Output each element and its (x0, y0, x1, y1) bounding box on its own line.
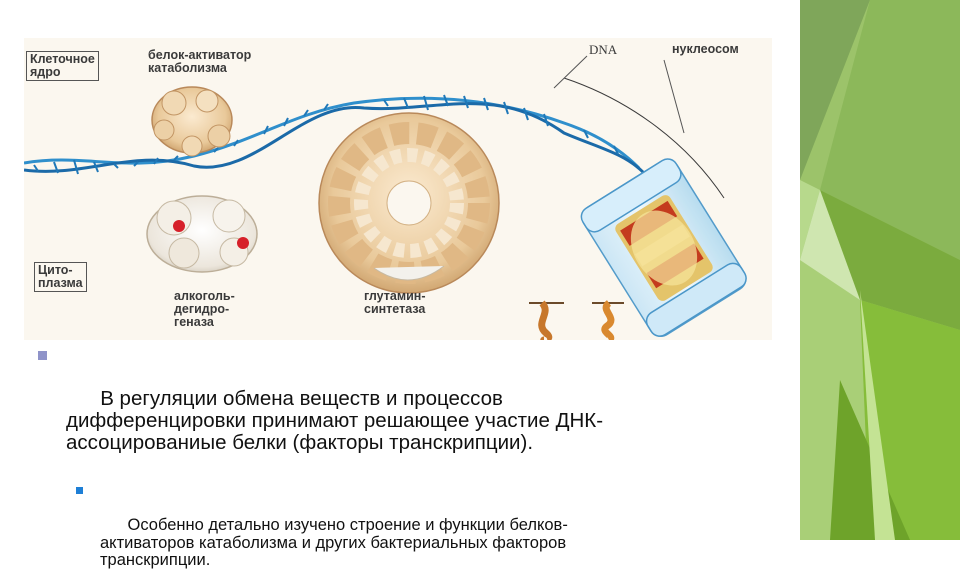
bullet-text-activators: Особенно детально изучено строение и фун… (100, 516, 568, 569)
label-cell-nucleus: Клеточное ядро (26, 51, 99, 81)
nucleosome (564, 78, 750, 340)
label-catabolite-activator: белок-активатор катаболизма (148, 49, 251, 75)
label-dna: DNA (589, 43, 617, 56)
helical-protein-fragments (529, 303, 624, 340)
bullet-level1: В регуляции обмена веществ и процессов д… (36, 344, 796, 476)
glutamine-synthetase (319, 113, 499, 293)
alcohol-dehydrogenase (147, 196, 257, 272)
label-pointers (554, 56, 684, 133)
bullet-square-icon (76, 487, 83, 494)
label-cytoplasm: Цито- плазма (34, 262, 87, 292)
bullet-text-regulation: В регуляции обмена веществ и процессов д… (66, 387, 603, 454)
bullet-level2: Особенно детально изучено строение и фун… (70, 482, 796, 587)
catabolite-activator-protein (152, 87, 232, 156)
slide-body: В регуляции обмена веществ и процессов д… (36, 344, 796, 587)
protein-dna-illustration: Клеточное ядро белок-активатор катаболиз… (24, 38, 772, 340)
label-glutamine-synthetase: глутамин- синтетаза (364, 290, 426, 316)
slide: Клеточное ядро белок-активатор катаболиз… (0, 0, 960, 540)
label-nucleosome: нуклеосом (672, 43, 739, 56)
label-alcohol-dehydrogenase: алкоголь- дегидро- геназа (174, 290, 235, 329)
green-facet-decoration (800, 0, 960, 540)
bullet-square-icon (38, 351, 47, 360)
